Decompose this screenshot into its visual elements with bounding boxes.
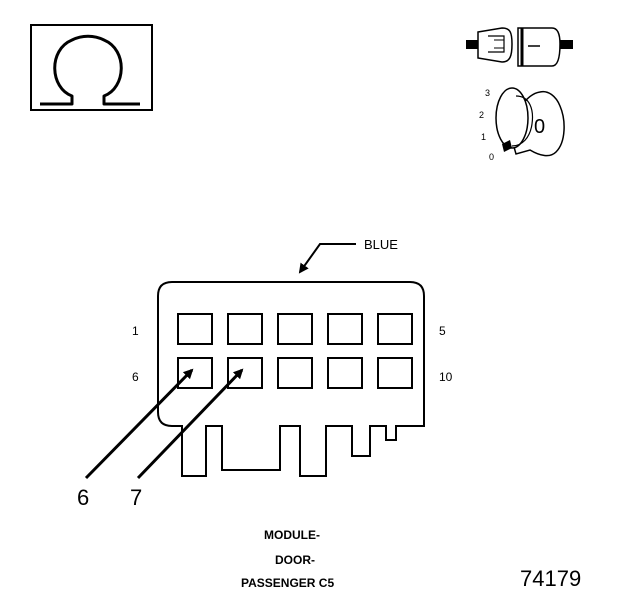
probe-arrow-pin-6 (84, 368, 194, 480)
probe-pin-7-label: 7 (130, 485, 143, 510)
connector-plug-icon (466, 27, 573, 67)
caption-line-2: DOOR- (275, 553, 315, 567)
pin-cavity-4 (327, 313, 363, 345)
pin-cavity-8 (277, 357, 313, 389)
probe-arrow-pin-7 (136, 368, 244, 480)
pin-cavity-6 (177, 357, 213, 389)
ignition-key-label: 0 (534, 116, 546, 138)
caption-line-3: PASSENGER C5 (241, 576, 335, 590)
ignition-position-3: 3 (485, 88, 491, 98)
pin-cavity-7 (227, 357, 263, 389)
caption-line-1: MODULE- (264, 528, 320, 542)
ohm-symbol-icon (30, 24, 153, 111)
ignition-position-1: 1 (481, 132, 487, 142)
probe-pin-6-label: 6 (77, 485, 90, 510)
pin-cavity-2 (227, 313, 263, 345)
row-label-top-right: 5 (439, 324, 446, 338)
row-label-bottom-left: 6 (132, 370, 139, 384)
ignition-key-icon (495, 87, 565, 157)
pin-cavity-1 (177, 313, 213, 345)
ignition-position-0: 0 (489, 152, 495, 162)
ignition-position-2: 2 (479, 110, 485, 120)
figure-number: 74179 (520, 566, 582, 591)
row-label-bottom-right: 10 (439, 370, 453, 384)
pin-cavity-3 (277, 313, 313, 345)
connector-color-label: BLUE (364, 237, 398, 252)
pin-cavity-10 (377, 357, 413, 389)
pin-cavity-9 (327, 357, 363, 389)
row-label-top-left: 1 (132, 324, 139, 338)
pin-cavity-5 (377, 313, 413, 345)
